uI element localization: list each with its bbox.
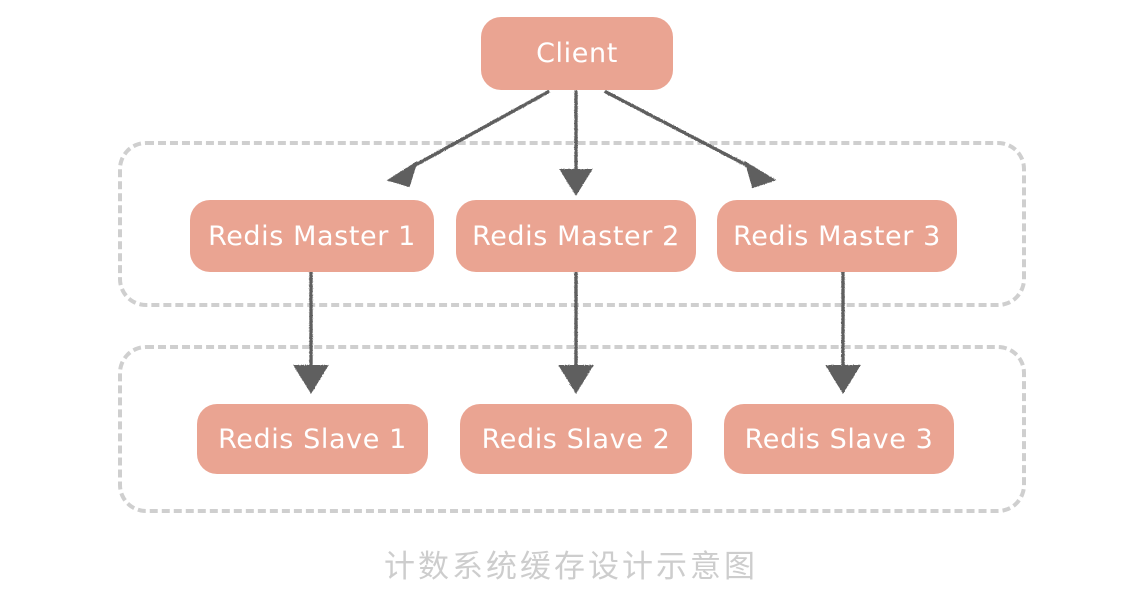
diagram-caption: 计数系统缓存设计示意图 [384,549,758,585]
node-redis-slave-1-label: Redis Slave 1 [218,423,407,455]
node-redis-master-1-label: Redis Master 1 [208,220,416,252]
node-redis-master-3-label: Redis Master 3 [733,220,941,252]
node-redis-master-3[interactable]: Redis Master 3 [717,200,957,272]
node-redis-master-2-label: Redis Master 2 [472,220,680,252]
redis-master-group-container [118,141,1026,307]
node-redis-slave-3-label: Redis Slave 3 [744,423,934,455]
node-redis-master-1[interactable]: Redis Master 1 [190,200,434,272]
redis-slave-group-container [118,345,1026,513]
node-client-label: Client [536,38,618,69]
node-redis-slave-3[interactable]: Redis Slave 3 [724,404,954,474]
node-redis-slave-2[interactable]: Redis Slave 2 [460,404,692,474]
node-client[interactable]: Client [481,17,673,90]
node-redis-slave-1[interactable]: Redis Slave 1 [197,404,428,474]
node-redis-master-2[interactable]: Redis Master 2 [456,200,696,272]
node-redis-slave-2-label: Redis Slave 2 [481,423,671,455]
